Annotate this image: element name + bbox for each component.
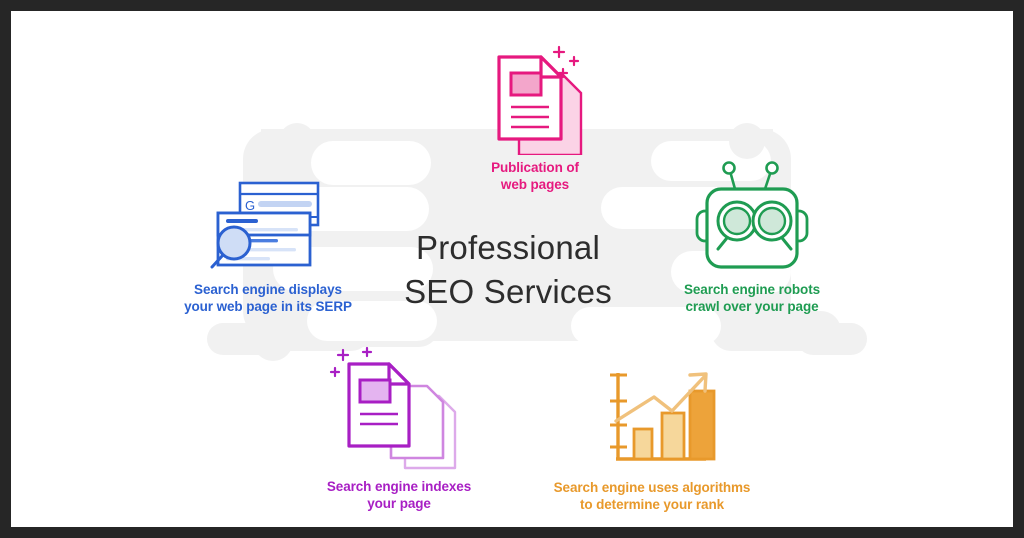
node-label-serp: Search engine displays your web page in … bbox=[184, 282, 352, 314]
bar-chart-growth-icon bbox=[610, 372, 716, 461]
svg-text:G: G bbox=[245, 198, 255, 213]
robot-crawler-icon bbox=[695, 161, 809, 269]
node-indexes: Search engine indexes your page bbox=[299, 346, 499, 512]
node-publication: Publication of web pages bbox=[455, 35, 615, 193]
document-with-sparkles-icon bbox=[497, 45, 583, 155]
node-label-robots: Search engine robots crawl over your pag… bbox=[683, 282, 821, 314]
infographic-canvas: Professional SEO Services bbox=[11, 11, 1013, 527]
node-serp: G Search engine displays your web page i… bbox=[163, 177, 373, 315]
node-label-publication: Publication of web pages bbox=[491, 160, 579, 192]
node-robots: Search engine robots crawl over your pag… bbox=[657, 159, 847, 315]
browser-search-results-icon: G bbox=[210, 181, 320, 269]
stacked-documents-icon bbox=[329, 346, 457, 470]
node-label-indexes: Search engine indexes your page bbox=[326, 479, 472, 511]
node-label-algorithms: Search engine uses algorithms to determi… bbox=[553, 480, 751, 512]
page-title: Professional SEO Services bbox=[404, 229, 612, 310]
node-algorithms: Search engine uses algorithms to determi… bbox=[527, 363, 777, 513]
